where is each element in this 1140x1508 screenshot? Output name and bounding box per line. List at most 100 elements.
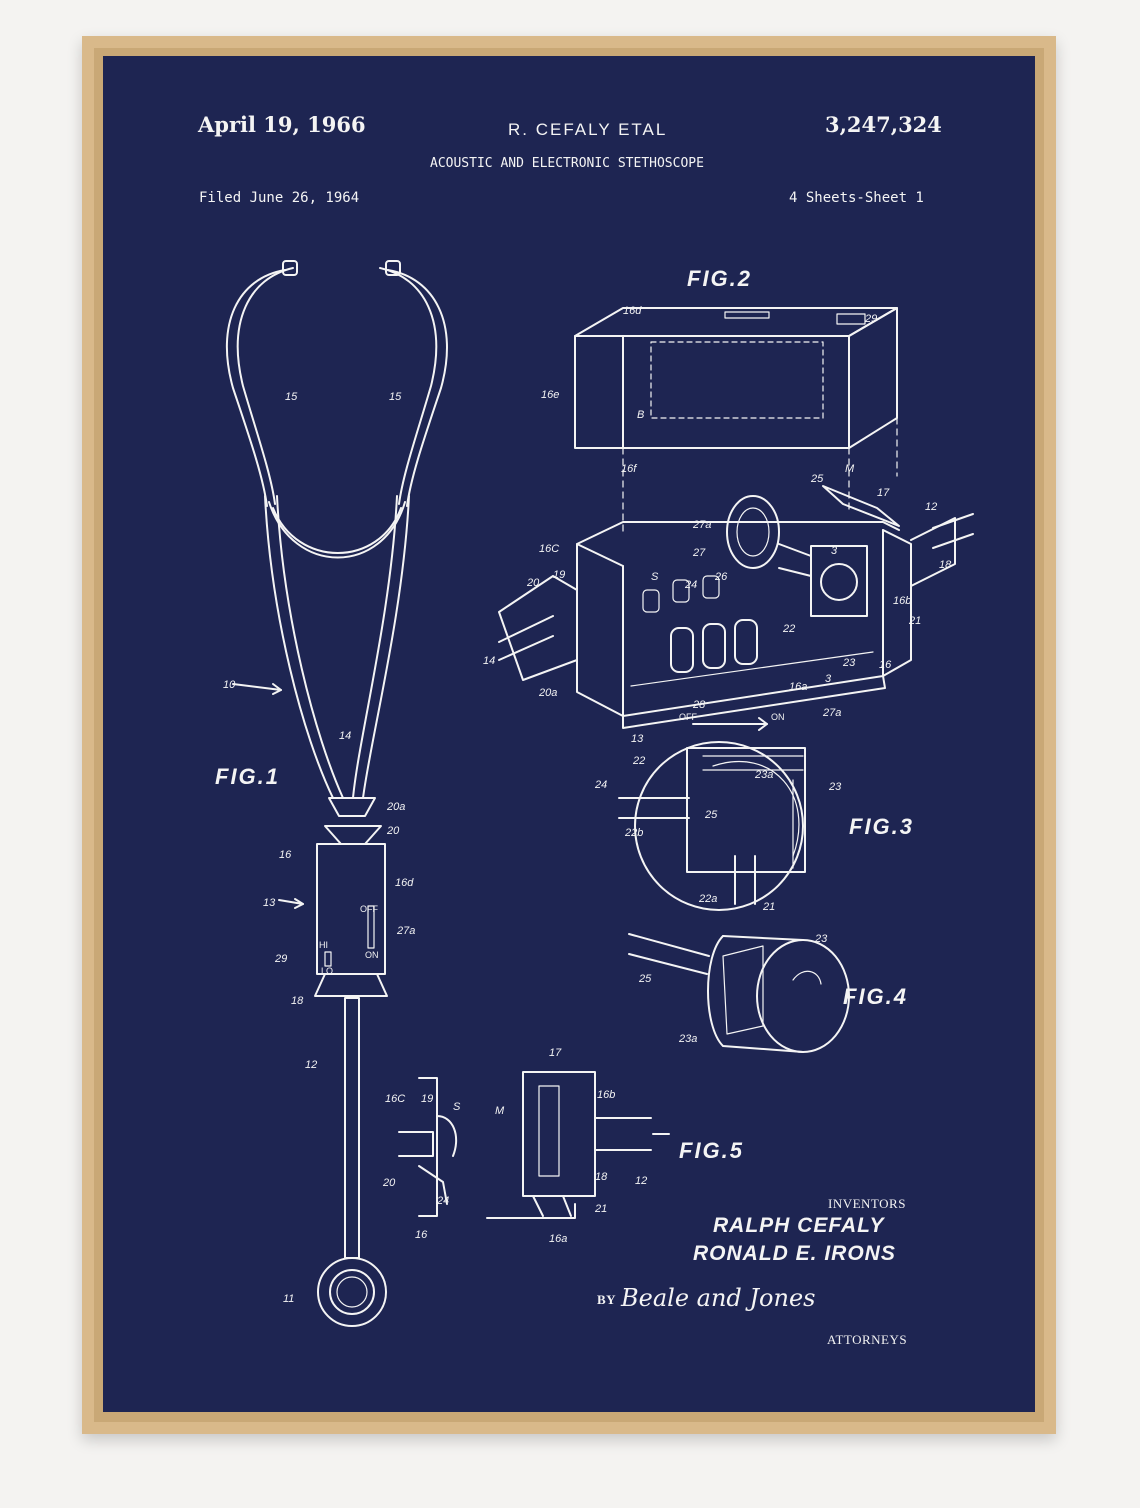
- leader-13: [278, 899, 304, 905]
- svg-text:16d: 16d: [395, 877, 414, 889]
- fig1-stethoscope-drawing: 10 15 15 14 20a 20 16 13 16d 27a 29 18 1…: [223, 260, 448, 1327]
- svg-text:M: M: [845, 463, 855, 475]
- inventor-2: RONALD E. IRONS: [693, 1242, 896, 1265]
- fig4-cam-cylinder-drawing: 23 25 23a: [628, 933, 850, 1053]
- fig3-switch-labels: OFF ON: [679, 712, 785, 722]
- fig4-label: FIG.4: [843, 984, 909, 1009]
- svg-text:14: 14: [483, 655, 495, 667]
- hi-lo-switch-29: [324, 951, 332, 967]
- chest-piece-11: [317, 1257, 387, 1327]
- inventor-1: RALPH CEFALY: [713, 1214, 885, 1237]
- fig1-switch-labels: OFF ON HI LO: [319, 904, 379, 976]
- svg-text:24: 24: [594, 779, 607, 791]
- selector-knob-hub: [736, 507, 770, 557]
- svg-text:25: 25: [638, 973, 652, 985]
- svg-text:25: 25: [704, 809, 718, 821]
- tube-24a: [670, 627, 694, 673]
- fig4-cylinder-body: [707, 935, 804, 1053]
- left-earpiece-tube-inner: [236, 267, 294, 505]
- svg-text:21: 21: [762, 901, 775, 913]
- svg-text:16a: 16a: [549, 1233, 567, 1245]
- svg-text:20a: 20a: [386, 801, 405, 813]
- svg-text:3: 3: [831, 545, 838, 557]
- svg-text:14: 14: [339, 730, 351, 742]
- svg-text:28: 28: [692, 699, 706, 711]
- svg-text:12: 12: [305, 1059, 317, 1071]
- speaker-s: [642, 589, 660, 613]
- chassis-end-16c: [576, 543, 624, 717]
- svg-text:16f: 16f: [621, 463, 637, 475]
- svg-text:18: 18: [939, 559, 952, 571]
- svg-text:16: 16: [879, 659, 892, 671]
- leader-10: [232, 683, 282, 691]
- fig5-coupling-19: [398, 1131, 434, 1157]
- patent-number: 3,247,324: [825, 112, 942, 137]
- cover-end-16e: [574, 335, 624, 449]
- svg-text:16C: 16C: [539, 543, 559, 555]
- svg-text:10: 10: [223, 679, 236, 691]
- fig3-hatching: [702, 755, 804, 869]
- svg-text:S: S: [651, 571, 659, 583]
- svg-text:29: 29: [864, 313, 877, 325]
- inventor-short: R. CEFALY ETAL: [508, 120, 668, 139]
- tube-24c: [734, 619, 758, 665]
- chest-piece-center: [336, 1276, 368, 1308]
- cam-bore: [820, 563, 858, 601]
- coupling-20: [324, 825, 382, 845]
- chassis-base-16a: [622, 675, 886, 729]
- fig5-microphone-m: [538, 1085, 560, 1177]
- svg-text:15: 15: [389, 391, 402, 403]
- left-earpiece-tube: [225, 269, 286, 507]
- fig1-hi-label: HI: [319, 940, 328, 950]
- fig5-section-drawing: 16C 19 S 20 24 16 17 16b M 18 12 21 16a: [382, 1047, 670, 1245]
- fig3-arrowhead: [758, 717, 768, 731]
- svg-text:24: 24: [684, 579, 697, 591]
- right-earpiece-tube-inner: [379, 267, 438, 505]
- by-label: BY: [597, 1292, 617, 1307]
- svg-text:23a: 23a: [754, 769, 773, 781]
- attorneys-heading: ATTORNEYS: [827, 1332, 908, 1347]
- spring-bridge: [268, 501, 406, 559]
- svg-text:20: 20: [386, 825, 400, 837]
- fig1-off-label: OFF: [360, 904, 378, 914]
- circuit-board-28: [630, 651, 874, 687]
- patent-poster: April 19, 1966 R. CEFALY ETAL 3,247,324 …: [103, 56, 1035, 1412]
- fig3-outer-circle: [634, 741, 804, 911]
- svg-text:13: 13: [631, 733, 644, 745]
- fig5-tube-21: [532, 1195, 572, 1217]
- switch-29: [836, 313, 866, 325]
- fig5-block-16b: [522, 1071, 596, 1197]
- sheet-count: 4 Sheets-Sheet 1: [789, 190, 924, 206]
- svg-text:19: 19: [421, 1093, 433, 1105]
- cover-side: [848, 307, 898, 449]
- attorneys-signature: Beale and Jones: [621, 1284, 816, 1312]
- svg-text:23: 23: [814, 933, 828, 945]
- svg-text:21: 21: [908, 615, 921, 627]
- tube-24b: [702, 623, 726, 669]
- svg-text:22: 22: [632, 755, 645, 767]
- svg-text:27: 27: [692, 547, 706, 559]
- right-earpiece-tube: [387, 269, 448, 507]
- svg-text:27a: 27a: [692, 519, 711, 531]
- svg-text:16C: 16C: [385, 1093, 405, 1105]
- patent-date: April 19, 1966: [198, 112, 366, 137]
- cam-block-3: [810, 545, 868, 617]
- coupling-18: [314, 973, 388, 997]
- fig5-tube-24: [418, 1165, 448, 1205]
- fig5-base-16a: [486, 1203, 576, 1219]
- connector-20: [498, 575, 578, 681]
- fig3-on-label: ON: [771, 712, 785, 722]
- svg-text:23: 23: [842, 657, 856, 669]
- svg-text:17: 17: [549, 1047, 562, 1059]
- fig5-wall-16c: [418, 1077, 438, 1217]
- spring-bridge-inner: [272, 507, 402, 554]
- selector-knob-27a: [726, 495, 780, 569]
- left-binaural-tube: [264, 495, 334, 799]
- svg-text:26: 26: [714, 571, 728, 583]
- fig3-cam-arc: [712, 760, 800, 857]
- chassis-front: [622, 529, 884, 717]
- cover-inner-outline: [650, 341, 824, 419]
- right-earpiece-tip: [385, 260, 401, 276]
- assembly-dashes: [622, 417, 898, 537]
- tube-12: [932, 513, 974, 549]
